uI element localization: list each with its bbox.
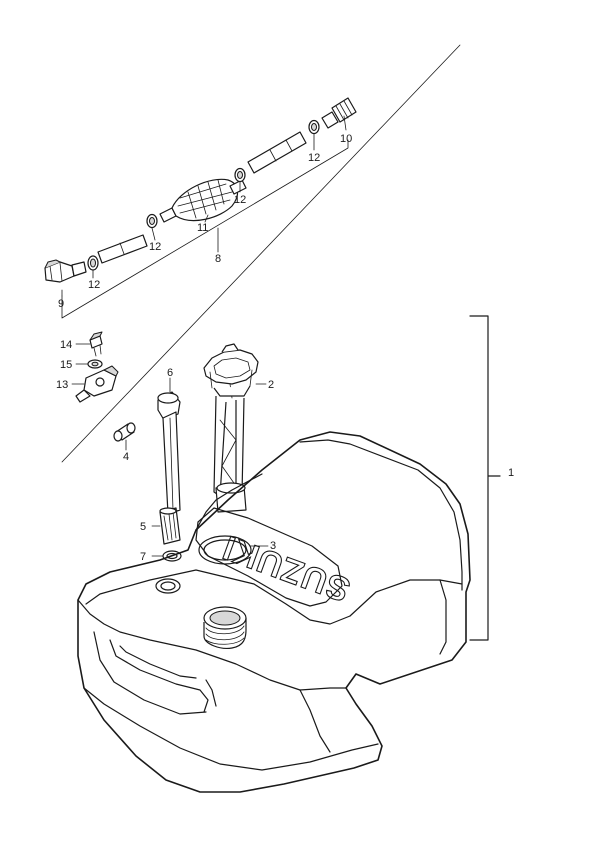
filler-neck: [203, 606, 247, 649]
tank-outline: [77, 431, 471, 793]
tank-brand-emboss: SUZUKI: [217, 528, 355, 609]
callout-12-b: 12: [149, 241, 161, 253]
callout-15: 15: [60, 359, 72, 371]
hose-segment-right: [247, 131, 307, 174]
filter-5: [159, 507, 181, 545]
embossed-panel: [195, 507, 343, 607]
callout-7: 7: [140, 551, 146, 563]
fuel-gauge-2: [203, 343, 259, 513]
vent-screw-6: [157, 391, 181, 515]
callout-12-a: 12: [88, 279, 100, 291]
leader-lines: [61, 115, 347, 557]
callout-9: 9: [58, 298, 64, 310]
fitting-4: [113, 422, 136, 442]
callout-12-c: 12: [234, 194, 246, 206]
bolt-14: [89, 331, 103, 357]
callout-6: 6: [167, 367, 173, 379]
fuel-tank-1: SUZUKI: [77, 431, 471, 793]
callout-11: 11: [197, 222, 208, 234]
bracket-part-1: [469, 315, 501, 641]
callout-3: 3: [270, 540, 276, 552]
fuel-hose-assembly: [44, 44, 461, 463]
hose-connector-9: [44, 259, 87, 283]
callout-13: 13: [56, 379, 68, 391]
fuel-joint-13: [75, 365, 119, 403]
callout-8: 8: [215, 253, 221, 265]
callouts: 1 2 3 4 5 6 7 8 9 10 11 12 12 12 12 13 1…: [56, 133, 514, 563]
primer-bulb-11: [159, 178, 247, 223]
callout-4: 4: [123, 451, 129, 463]
clamp-12-d: [308, 119, 320, 135]
o-ring-3: [198, 535, 252, 565]
washer-15: [87, 359, 103, 369]
callout-5: 5: [140, 521, 146, 533]
callout-12-d: 12: [308, 152, 320, 164]
clamp-12-c: [234, 167, 246, 183]
assembly-bracket-lines: [61, 44, 461, 463]
callout-1: 1: [508, 467, 514, 479]
callout-2: 2: [268, 379, 274, 391]
callout-14: 14: [60, 339, 72, 351]
clamp-12-b: [146, 213, 158, 229]
hose-connector-10: [321, 97, 357, 129]
clamp-12-a: [87, 255, 99, 271]
callout-10: 10: [340, 133, 352, 145]
